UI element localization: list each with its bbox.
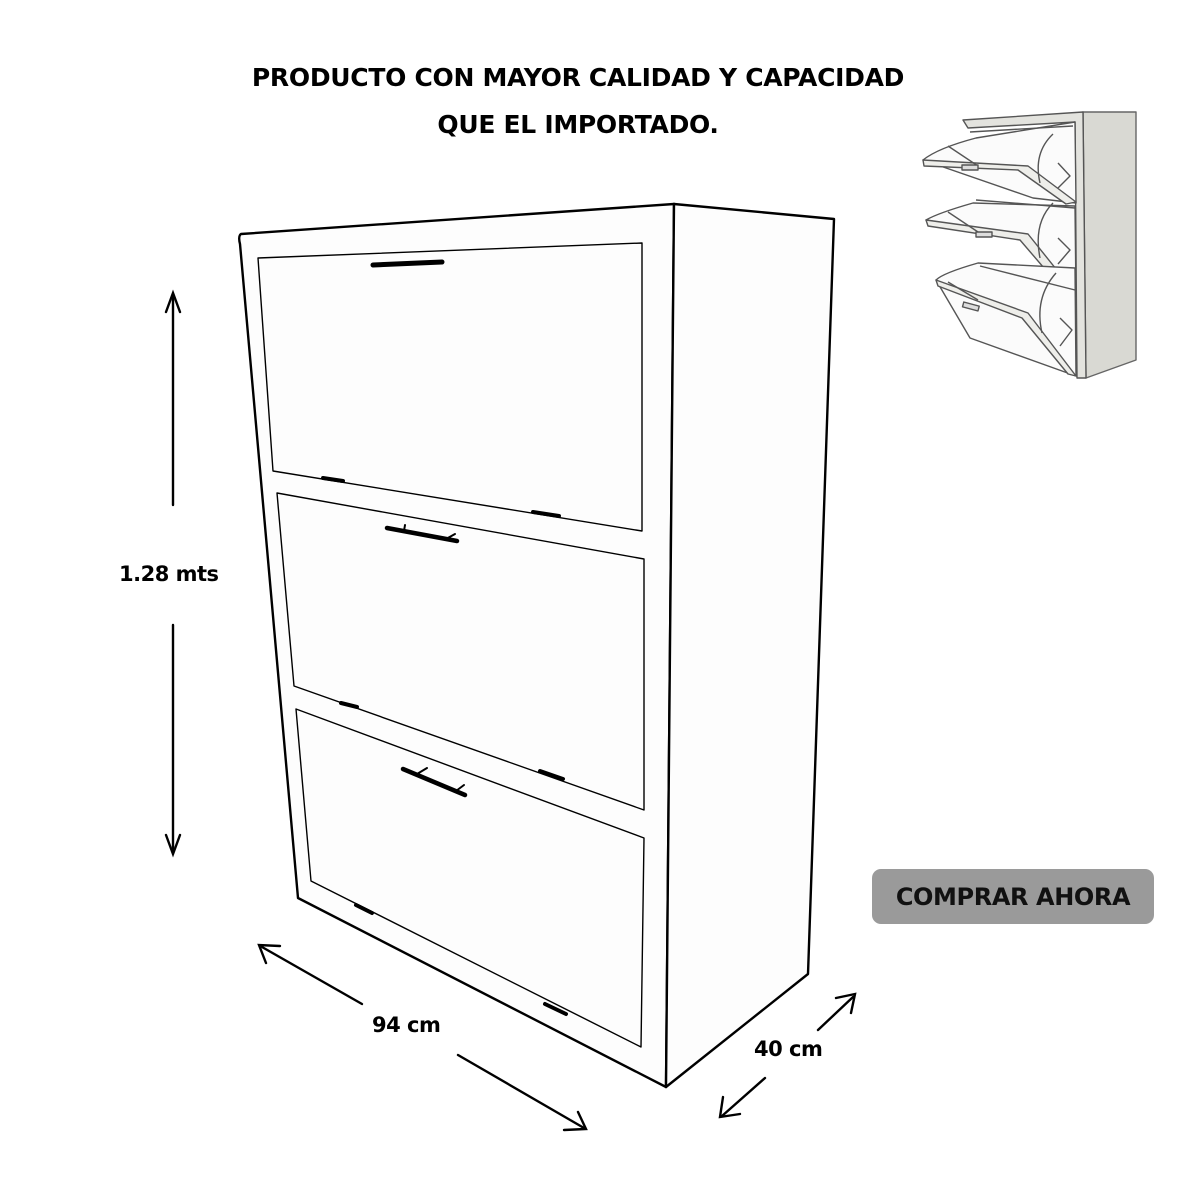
height-arrow [164,289,182,858]
door-middle-hinge-left [339,701,359,709]
door-middle-hinge-right [538,769,565,781]
height-dimension-label: 1.28 mts [119,562,219,586]
headline-line-1: PRODUCTO CON MAYOR CALIDAD Y CAPACIDAD [251,63,905,92]
width-arrow [257,943,588,1132]
headline-line-2: QUE EL IMPORTADO. [437,110,719,139]
open-cabinet-thumbnail-icon [922,111,1137,379]
door-bottom-hinge-left [354,903,374,915]
door-bottom [295,708,645,1048]
door-middle [276,492,645,811]
door-top-hinge-left [321,476,345,483]
width-dimension-label: 94 cm [372,1013,441,1037]
buy-now-button[interactable]: COMPRAR AHORA [872,869,1154,924]
door-top [257,242,643,532]
depth-dimension-label: 40 cm [754,1037,823,1061]
door-bottom-hinge-right [543,1002,568,1016]
cabinet-side-panel [664,202,836,1089]
door-bottom-handle [400,766,468,798]
door-top-hinge-right [531,510,561,518]
depth-arrow [718,992,857,1119]
door-top-handle [370,259,445,268]
